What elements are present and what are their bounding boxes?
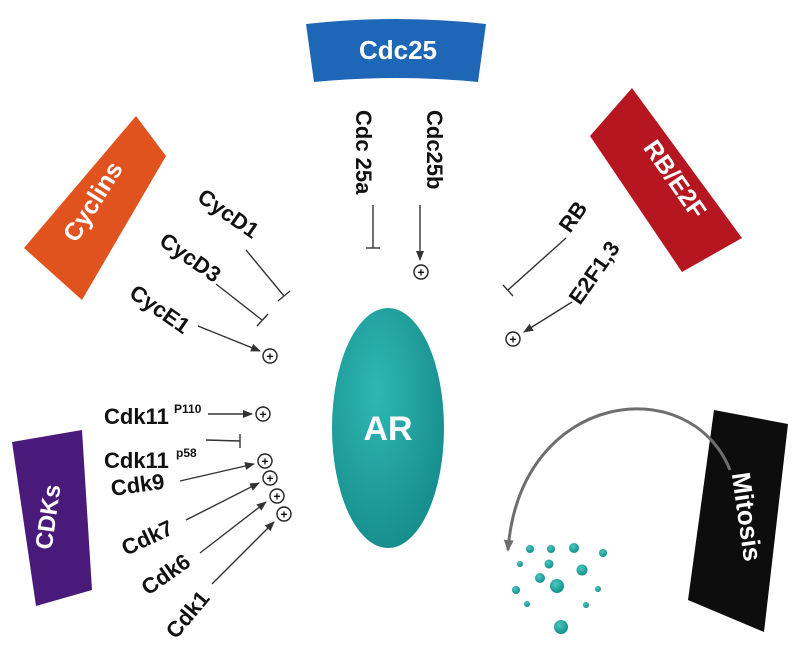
cdc25-banner-label: Cdc25 [359,35,437,65]
cell-dot [554,620,568,634]
cycd1-inhibition-line [245,249,285,297]
cell-dot [595,586,601,592]
mitosis-banner-shape [688,410,788,632]
cyce1-label: CycE1 [125,280,194,339]
cyce1-plus-icon: + [262,348,278,364]
svg-text:+: + [266,472,273,486]
dividing-cells-icon [512,543,607,634]
cdk11-p58-row: Cdk11 p58 [104,434,241,473]
cell-dot [583,602,589,608]
cell-dot [535,573,545,583]
mitosis-curved-arrow [503,407,732,552]
cell-dot [544,559,554,569]
cdk11-p110-plus-icon: + [255,406,271,422]
cdk7-activation-arrow [185,482,260,521]
rb-label: RB [554,196,593,236]
svg-text:+: + [273,490,280,504]
cdks-group: Cdk11 P110 + Cdk11 p58 Cdk9 + Cdk7 [104,402,292,643]
e2f-activation-arrow [523,301,573,333]
cdks-banner-shape [12,430,92,606]
cyclins-group: CycD1 CycD3 CycE1 + [125,184,291,364]
cdk1-activation-arrow [211,521,275,585]
svg-text:+: + [417,266,424,280]
cdk7-plus-icon: + [262,470,278,486]
svg-text:+: + [261,455,268,469]
cdk9-plus-icon: + [257,453,273,469]
cdk11-p58-superscript: p58 [176,446,197,460]
rb-inhibition-line [507,237,567,291]
cdk9-activation-arrow [179,462,255,482]
cdk11-p58-inhibition-line [205,439,241,442]
cdc25a-label: Cdc 25a [351,110,376,195]
svg-text:+: + [280,508,287,522]
cyclins-banner: Cyclins [24,116,166,300]
cycd1-inhibition-bar [277,290,291,302]
cell-dot [512,586,520,594]
cdk1-plus-icon: + [276,506,292,522]
ar-ellipse [332,308,444,548]
cdc25-banner: Cdc25 [306,19,486,82]
cdk11-p110-label: Cdk11 [104,404,169,429]
cdk9-label: Cdk9 [109,469,166,501]
cell-dot [526,545,534,553]
cycd3-label: CycD3 [155,228,225,288]
e2f-label: E2F1,3 [564,236,625,308]
ar-node: AR [332,308,444,548]
cdk6-activation-arrow [199,501,267,554]
cdk11-p110-superscript: P110 [174,402,202,416]
cdk11-p110-row: Cdk11 P110 + [104,402,271,429]
rb-e2f-group: RB E2F1,3 + [502,196,625,347]
cyce1-activation-arrow [197,325,261,352]
cell-dot [576,564,588,576]
rb-e2f-banner-shape [590,88,742,272]
cycd1-label: CycD1 [193,184,263,244]
cdc25-group: Cdc 25a Cdc25b + [351,110,447,280]
cdc25-banner-shape [306,19,486,82]
cdk6-label: Cdk6 [137,549,195,600]
cdk7-label: Cdk7 [118,515,177,560]
cdk11-p58-label: Cdk11 [104,448,169,473]
svg-text:+: + [259,408,266,422]
cdc25b-label: Cdc25b [422,110,447,189]
cell-dot [569,543,579,553]
cycd3-inhibition-line [215,283,263,321]
cell-dot [517,561,523,567]
cdc25b-plus-icon: + [413,264,429,280]
cdks-banner: CDKs [12,430,92,606]
mitosis-group [503,407,732,634]
rb-inhibition-bar [502,284,514,297]
cell-dot [524,601,530,607]
svg-text:+: + [509,333,516,347]
ar-label: AR [363,410,412,448]
cell-dot [550,579,564,593]
cyclins-banner-shape [24,116,166,300]
cdk6-plus-icon: + [269,488,285,504]
e2f-plus-icon: + [505,331,521,347]
svg-text:+: + [266,350,273,364]
cdk1-label: Cdk1 [161,586,215,643]
mitosis-banner: Mitosis [688,410,788,632]
cycd3-inhibition-bar [256,313,269,327]
cell-dot [547,545,555,553]
cell-dot [599,549,607,557]
